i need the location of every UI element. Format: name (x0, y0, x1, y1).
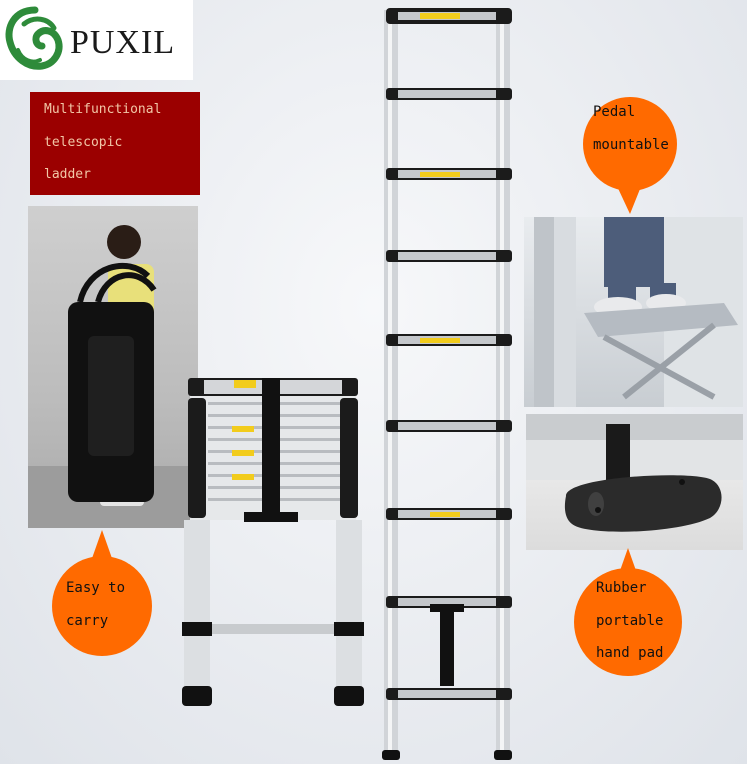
pedal-platform-icon (534, 217, 743, 407)
callout-bubble (52, 530, 152, 656)
callout-pedal-line-2: mountable (593, 137, 669, 153)
callout-bubble (574, 548, 682, 676)
pedal-photo (524, 217, 743, 407)
callout-pedal-line-1: Pedal (593, 104, 636, 120)
callout-easy-carry-line-2: carry (66, 613, 109, 629)
rubber-pad-photo (526, 414, 743, 550)
title-line-3: ladder (44, 167, 91, 182)
callout-easy-carry-line-1: Easy to (66, 580, 126, 596)
title-line-1: Multifunctional (44, 102, 162, 117)
callout-easy-carry: Easy to carry (50, 530, 160, 660)
callout-bubble (583, 97, 677, 214)
title-line-2: telescopic (44, 135, 123, 150)
callout-rubber-pad: Rubber portable hand pad (572, 548, 692, 678)
rubber-hand-pad-icon (526, 414, 743, 532)
brand-name: PUXIL (70, 24, 176, 61)
callout-rubber-pad-line-1: Rubber (596, 580, 647, 596)
callout-rubber-pad-line-3: hand pad (596, 645, 664, 661)
callout-pedal: Pedal mountable (580, 96, 690, 216)
brand-logo: PUXIL (0, 0, 193, 80)
carry-bag-icon (28, 225, 198, 528)
swirl-logo-icon (5, 6, 63, 70)
title-box: Multifunctional telescopic ladder (30, 92, 200, 195)
telescopic-ladder-icon (382, 8, 512, 760)
callout-rubber-pad-line-2: portable (596, 613, 664, 629)
carry-bag-photo (28, 206, 198, 528)
